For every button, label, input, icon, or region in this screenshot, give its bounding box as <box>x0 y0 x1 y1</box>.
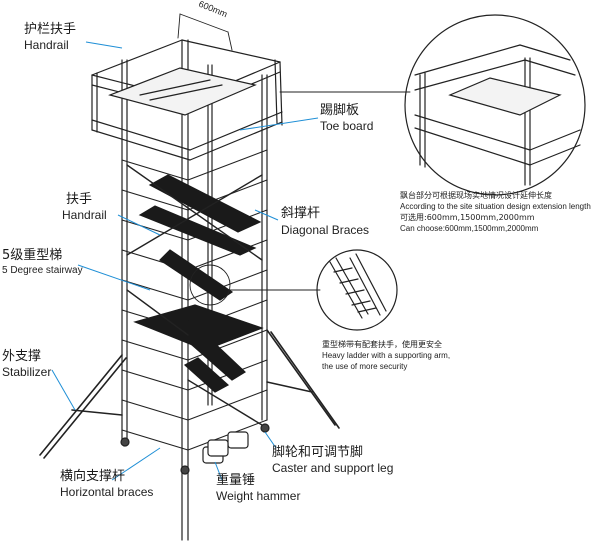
horizontal-braces-en: Horizontal braces <box>60 485 154 499</box>
stabilizer-lines <box>39 329 340 459</box>
caster-en: Caster and support leg <box>272 461 394 475</box>
weight-hammers <box>202 431 249 464</box>
weight-hammer-en: Weight hammer <box>216 489 301 503</box>
ladder-detail <box>316 249 398 331</box>
tower-rungs <box>121 149 268 451</box>
extension-detail <box>404 14 586 196</box>
diagonal-brace-lines <box>126 164 263 426</box>
toe-board-zh: 踢脚板 <box>320 103 360 118</box>
handrail-mid-zh: 扶手 <box>66 192 93 207</box>
stairway-en: 5 Degree stairway <box>2 265 83 276</box>
diagonal-braces-en: Diagonal Braces <box>281 223 370 237</box>
extension-note-zh: 飘台部分可根据现场实地情况设计延伸长度 <box>400 191 552 200</box>
toe-board-en: Toe board <box>320 119 374 133</box>
diagonal-braces-zh: 斜撑杆 <box>281 206 321 221</box>
horizontal-braces-zh: 横向支撑杆 <box>60 469 126 484</box>
ladder-note-en2: the use of more security <box>322 362 408 371</box>
tower-frame <box>91 13 283 541</box>
weight-hammer-zh: 重量锤 <box>216 473 256 488</box>
handrail-mid-en: Handrail <box>62 208 107 222</box>
ladder-note-zh: 重型梯带有配套扶手，使用更安全 <box>322 340 442 349</box>
handrail-top-en: Handrail <box>24 38 69 52</box>
ladder-note-en1: Heavy ladder with a supporting arm, <box>322 351 451 360</box>
extension-choose-zh: 可选用:600mm,1500mm,2000mm <box>400 213 535 222</box>
casters <box>120 423 270 475</box>
stabilizer-zh: 外支撑 <box>2 349 42 364</box>
stairway-zh: 5级重型梯 <box>2 248 63 263</box>
leader-lines <box>51 41 319 481</box>
handrail-top-zh: 护栏扶手 <box>24 22 77 37</box>
extension-note-en: According to the site situation design e… <box>400 202 591 211</box>
extension-choose-en: Can choose:600mm,1500mm,2000mm <box>400 224 539 233</box>
stair-panels <box>133 174 264 393</box>
stabilizer-en: Stabilizer <box>2 365 52 379</box>
caster-zh: 脚轮和可调节脚 <box>272 445 364 460</box>
